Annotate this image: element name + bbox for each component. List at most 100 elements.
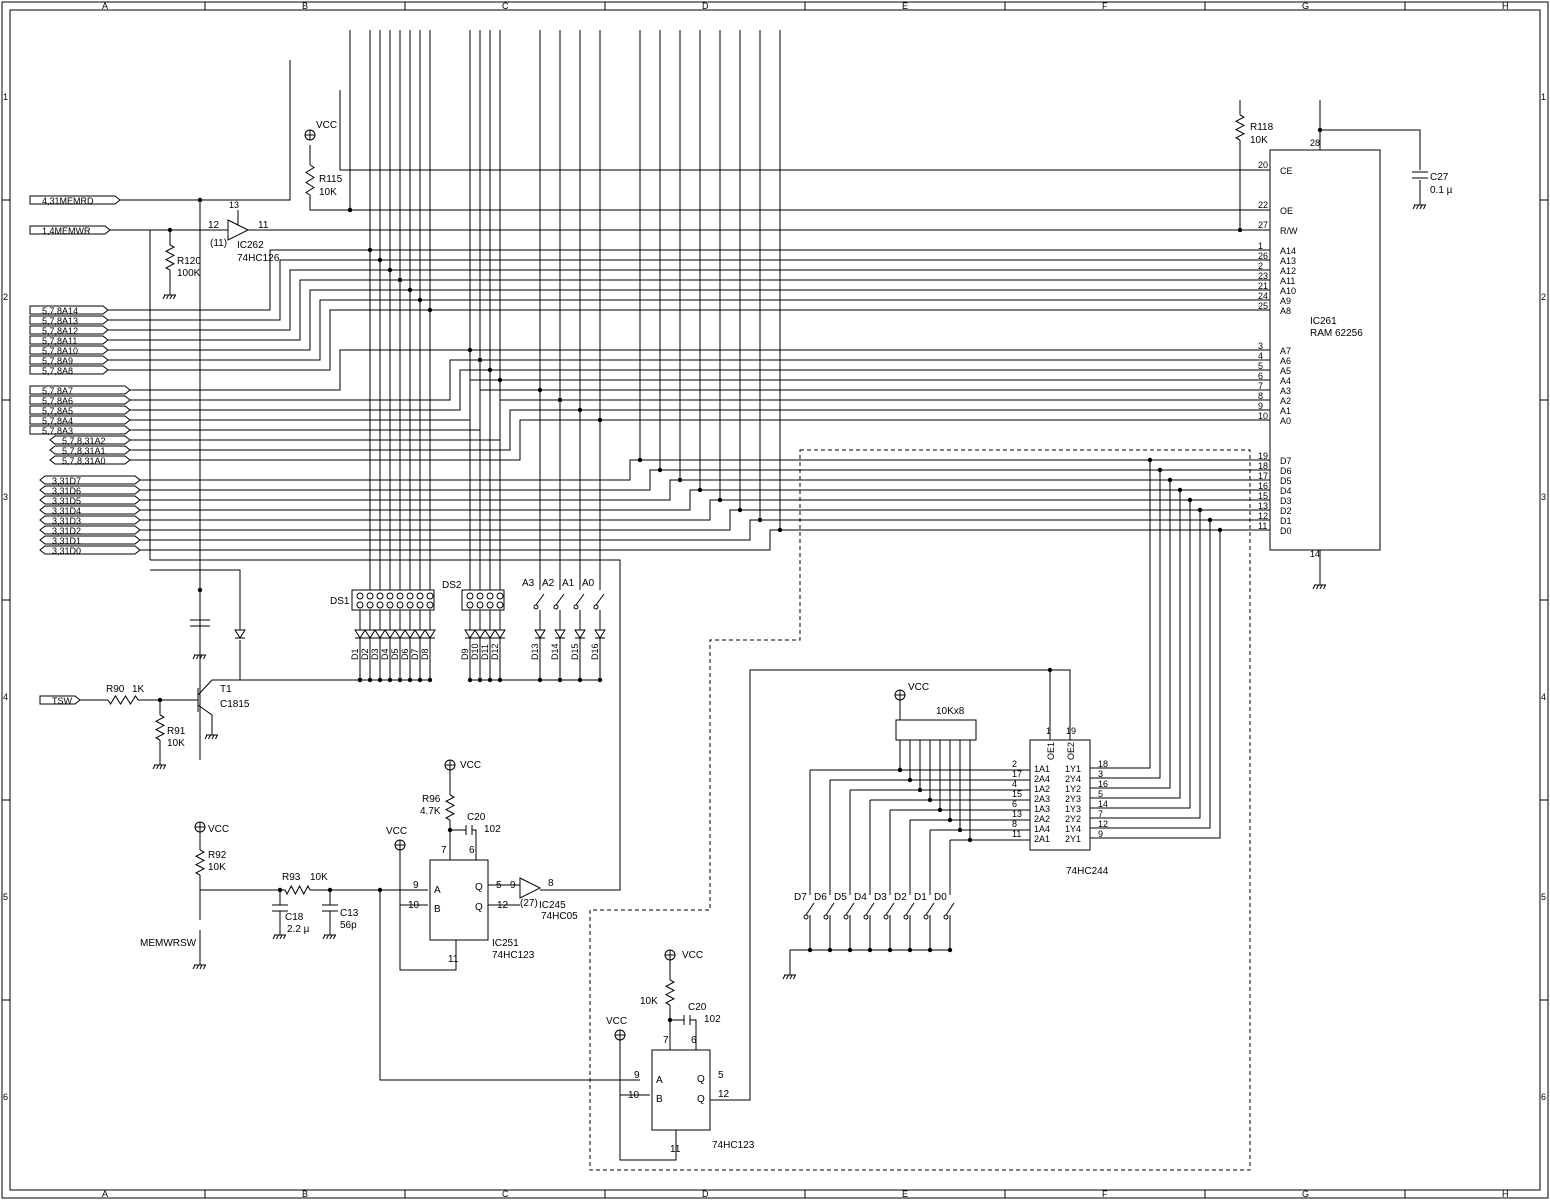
ground-hatch — [1319, 584, 1323, 590]
hc244-left-num: 17 — [1012, 769, 1022, 779]
frame-col-label: F — [1102, 1, 1108, 11]
ic251-p11: 11 — [448, 954, 459, 965]
ram-addr-pin-name: A3 — [1280, 386, 1291, 396]
ram-addr-pin-name: A10 — [1280, 286, 1296, 296]
addr-low-flag — [29, 385, 131, 395]
junction-dot — [447, 827, 453, 833]
ram-addr-pin-name: A8 — [1280, 306, 1291, 316]
switch-contact — [843, 914, 849, 920]
ram-addr-pin-num: 3 — [1258, 341, 1263, 351]
diode-body — [494, 629, 506, 639]
resistor — [664, 979, 676, 1006]
diode-body — [384, 629, 396, 639]
hc244-left-name: 1A4 — [1034, 824, 1050, 834]
ram-ctrl-pin-num: 27 — [1258, 220, 1268, 230]
ground-hatch — [329, 934, 333, 940]
frame-row-label: 1 — [1541, 92, 1546, 102]
addr-low-wire — [130, 369, 1270, 411]
ic251-pins: A B Q Q 9 10 11 7 6 5 12 — [408, 845, 509, 965]
junction-dot — [1157, 467, 1163, 473]
ground-hatch — [1323, 584, 1326, 590]
diode-body — [534, 629, 546, 639]
hc244-top-name: OE1 — [1046, 742, 1056, 760]
junction-dot — [847, 947, 853, 953]
ram-addr-pin-num: 24 — [1258, 291, 1268, 301]
switch-contact — [573, 604, 579, 610]
ram-data-pin-name: D2 — [1280, 506, 1292, 516]
junction-dot — [1207, 517, 1213, 523]
junction-dot — [947, 947, 953, 953]
diode-body — [464, 629, 476, 639]
hc244-right-name: 2Y4 — [1065, 774, 1081, 784]
frame-col-label: B — [302, 1189, 308, 1199]
diode-label: D13 — [530, 643, 540, 660]
resistor — [284, 884, 311, 896]
addr-switch-label: A3 — [522, 578, 535, 589]
ram-ic261-body — [1269, 149, 1381, 551]
ic251-p5: 5 — [496, 880, 502, 891]
ram-addr-pin-num: 6 — [1258, 371, 1263, 381]
dip-switch-label: D4 — [854, 892, 867, 903]
ram-ctrl-pin-name: OE — [1280, 206, 1293, 216]
dip-contact — [466, 601, 474, 609]
frame-col-label: A — [102, 1189, 108, 1199]
ground-hatch — [203, 654, 206, 660]
diode-label: D11 — [480, 644, 490, 660]
data-wire — [140, 509, 1270, 531]
ic123b-pins: A B Q Q 9 10 11 7 6 5 12 — [628, 1035, 730, 1155]
ram-data-pin-num: 18 — [1258, 461, 1268, 471]
vcc-cross — [895, 690, 905, 700]
ram-addr-pin-num: 5 — [1258, 361, 1263, 371]
hc244-left-num: 11 — [1012, 829, 1021, 839]
addr-high-flag — [29, 335, 109, 345]
junction-dot — [397, 277, 403, 283]
hc244-right-name: 2Y3 — [1065, 794, 1081, 804]
c27-ref: C27 — [1430, 172, 1449, 183]
ic245-pin9: 9 — [510, 880, 516, 891]
addr-low-label: 5,7,8A5 — [42, 406, 73, 416]
t1-part: C1815 — [220, 699, 250, 710]
ground-hatch — [1316, 584, 1319, 590]
junction-dot — [677, 477, 683, 483]
ground-hatch — [173, 294, 176, 300]
data-bus-label: 3,31D2 — [52, 526, 81, 536]
ground-hatch — [793, 974, 796, 980]
junction-dot — [427, 307, 433, 313]
ground-hatch — [211, 734, 215, 740]
data-wire — [140, 469, 1270, 491]
frame-row-label: 2 — [1541, 292, 1546, 302]
ram-addr-pin-num: 23 — [1258, 271, 1268, 281]
switch-contact — [903, 914, 909, 920]
c20-ref: C20 — [467, 812, 486, 823]
ram-data-pin-num: 19 — [1258, 451, 1268, 461]
ds2-label: DS2 — [442, 580, 462, 591]
tsw-flag — [39, 695, 81, 705]
addr-high-label: 5,7,8A13 — [42, 316, 78, 326]
hc244-left-name: 1A3 — [1034, 804, 1050, 814]
frame-row-label: 4 — [3, 692, 8, 702]
junction-dot — [907, 777, 913, 783]
dip-contact — [416, 601, 424, 609]
frame-col-label: E — [902, 1189, 908, 1199]
junction-dot — [537, 387, 543, 393]
ic251-b: B — [434, 904, 441, 915]
vcc-ic251: VCC — [386, 826, 407, 837]
ram-data-pin-name: D6 — [1280, 466, 1292, 476]
addr-high-flag — [29, 345, 109, 355]
junction-dot — [927, 947, 933, 953]
junction-dot — [347, 207, 353, 213]
c18-val: 2.2 µ — [287, 924, 310, 935]
ground-hatch — [326, 934, 329, 940]
junction-dot — [827, 947, 833, 953]
data-wire — [140, 499, 1270, 521]
addr-low-label: 5,7,8,31A0 — [62, 456, 106, 466]
junction-dot — [497, 377, 503, 383]
switch-contact — [823, 914, 829, 920]
diode-body — [424, 629, 436, 639]
ic251-a: A — [434, 885, 441, 896]
ram-data-pin-num: 15 — [1258, 491, 1268, 501]
ram-ctrl-pin-name: R/W — [1280, 226, 1298, 236]
frame-row-label: 1 — [3, 92, 8, 102]
